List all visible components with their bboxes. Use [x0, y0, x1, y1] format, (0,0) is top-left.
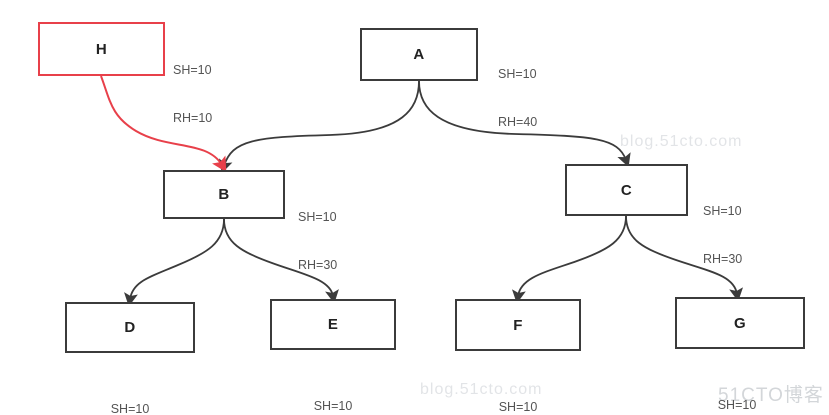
node-b-label: B [218, 186, 230, 203]
node-g[interactable]: G [675, 297, 805, 349]
node-e-label: E [327, 316, 339, 333]
node-g-label: G [734, 314, 746, 332]
watermark-blog-url: blog.51cto.com [420, 381, 543, 398]
node-f-label: F [513, 316, 523, 334]
edge-a-to-b [218, 80, 420, 174]
node-b-sh: SH=10 [298, 210, 337, 224]
watermark-51cto: 51CTO博客 [718, 385, 824, 406]
node-h-sh: SH=10 [173, 63, 212, 77]
node-f-sh: SH=10 [498, 400, 538, 414]
node-f[interactable]: F [455, 299, 581, 351]
edge-c-to-f [511, 215, 627, 304]
edge-b-to-d [124, 218, 225, 307]
node-c-label: C [620, 181, 633, 199]
node-e-sh: SH=10 [313, 399, 353, 413]
node-d-sh: SH=10 [110, 402, 150, 415]
node-a-sh: SH=10 [498, 67, 537, 81]
node-d-attributes: SH=10 RH=10 [110, 369, 150, 415]
node-d-label: D [124, 319, 136, 336]
node-h-attributes: SH=10 RH=10 [173, 30, 212, 158]
node-h-rh: RH=10 [173, 111, 213, 125]
node-h[interactable]: H [38, 22, 165, 76]
node-f-attributes: SH=10 RH=10 [498, 367, 538, 415]
node-a[interactable]: A [360, 28, 478, 81]
node-a-label: A [413, 46, 425, 63]
node-a-rh: RH=40 [498, 115, 538, 129]
watermark-blog-url-secondary: blog.51cto.com [620, 133, 743, 150]
node-c-rh: RH=30 [703, 252, 743, 266]
node-d[interactable]: D [65, 302, 195, 353]
node-c-sh: SH=10 [703, 204, 742, 218]
node-c[interactable]: C [565, 164, 688, 216]
node-h-label: H [95, 40, 108, 58]
node-g-attributes: SH=10 RH=10 [717, 365, 757, 415]
node-e-attributes: SH=10 RH=10 [313, 366, 353, 415]
node-e[interactable]: E [270, 299, 396, 350]
node-b-attributes: SH=10 RH=30 [298, 177, 337, 305]
node-a-attributes: SH=10 RH=40 [498, 34, 537, 162]
node-b-rh: RH=30 [298, 258, 338, 272]
node-g-sh: SH=10 [717, 398, 757, 412]
node-c-attributes: SH=10 RH=30 [703, 171, 742, 299]
node-b[interactable]: B [163, 170, 285, 219]
